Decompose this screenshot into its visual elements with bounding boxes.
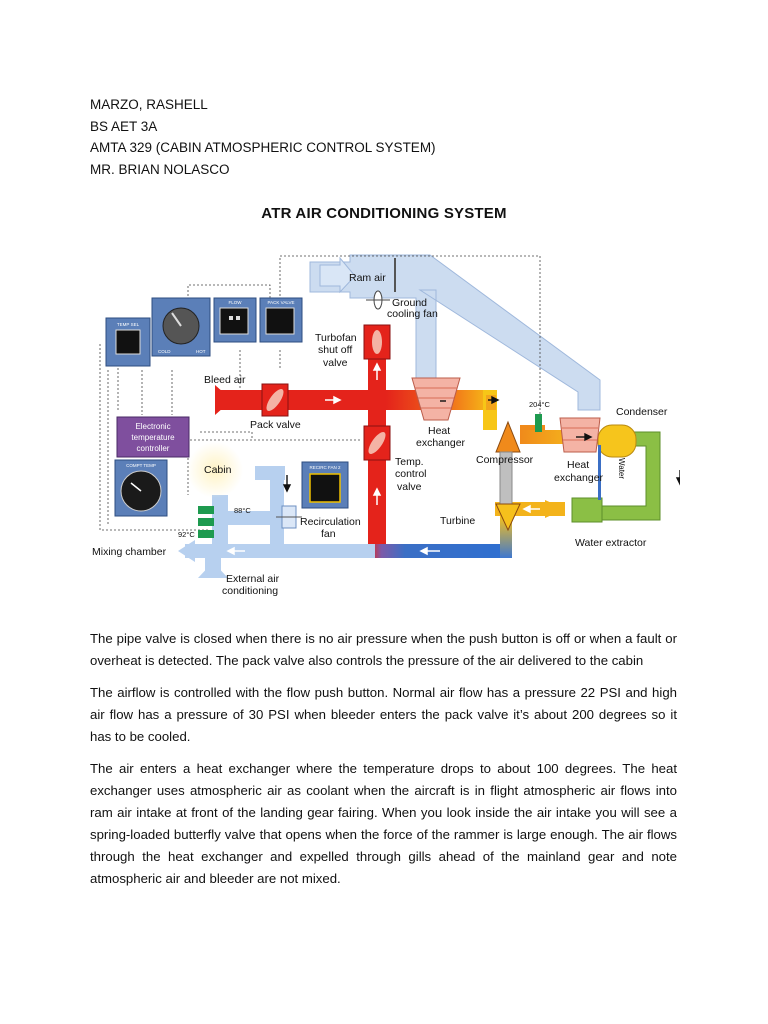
svg-text:Turbine: Turbine	[440, 515, 475, 527]
flow-panel: FLOW	[213, 297, 257, 343]
black-arrows	[282, 395, 680, 493]
svg-text:Ram air: Ram air	[349, 272, 386, 284]
svg-text:controller: controller	[137, 444, 170, 453]
svg-text:Recirculation: Recirculation	[300, 516, 361, 528]
diagram-labels: Ram air Ground cooling fan Turbofan shut…	[92, 272, 668, 597]
svg-text:valve: valve	[323, 357, 348, 369]
svg-text:PACK VALVE: PACK VALVE	[267, 300, 294, 305]
svg-text:Heat: Heat	[428, 425, 450, 437]
svg-text:88°C: 88°C	[234, 506, 251, 515]
body-text: The pipe valve is closed when there is n…	[90, 628, 677, 900]
temp-knob-panel: COLD HOT	[151, 297, 211, 357]
svg-text:Water extractor: Water extractor	[575, 537, 647, 549]
student-name: MARZO, RASHELL	[90, 97, 208, 112]
svg-text:92°C: 92°C	[178, 530, 195, 539]
svg-text:External air: External air	[226, 573, 280, 585]
paragraph-3: The air enters a heat exchanger where th…	[90, 761, 677, 886]
svg-text:shut off: shut off	[318, 344, 352, 356]
svg-text:Compressor: Compressor	[476, 454, 534, 466]
svg-text:Ground: Ground	[392, 297, 427, 309]
svg-text:RECIRC FAN 2: RECIRC FAN 2	[309, 465, 341, 470]
svg-text:Cabin: Cabin	[204, 464, 232, 476]
heat-exchangers	[411, 377, 601, 500]
svg-text:fan: fan	[321, 528, 336, 540]
svg-text:Bleed air: Bleed air	[204, 374, 246, 386]
svg-text:TEMP SEL: TEMP SEL	[117, 322, 140, 327]
document-header: MARZO, RASHELL BS AET 3A AMTA 329 (CABIN…	[90, 94, 436, 180]
svg-text:cooling fan: cooling fan	[387, 308, 438, 320]
instructor-name: MR. BRIAN NOLASCO	[90, 161, 230, 177]
svg-text:Condenser: Condenser	[616, 406, 668, 418]
valves	[261, 290, 391, 529]
temp-sel-panel: TEMP SEL	[105, 317, 151, 367]
flow-arrows	[226, 362, 540, 556]
condenser-loop	[571, 424, 661, 523]
svg-text:COMPT TEMP: COMPT TEMP	[126, 463, 156, 468]
cold-air-pipe	[178, 466, 512, 578]
svg-text:Mixing chamber: Mixing chamber	[92, 546, 167, 558]
svg-text:COLD: COLD	[158, 349, 171, 354]
compressor-turbine	[495, 414, 542, 532]
electronic-temperature-controller: Electronic temperature controller	[116, 416, 190, 458]
svg-text:temperature: temperature	[131, 433, 175, 442]
student-program: BS AET 3A	[90, 118, 158, 134]
pack-valve-panel: PACK VALVE	[259, 297, 303, 343]
svg-text:Heat: Heat	[567, 459, 589, 471]
svg-text:exchanger: exchanger	[416, 437, 466, 449]
recirc-fan-panel: RECIRC FAN 2	[301, 461, 349, 509]
svg-text:conditioning: conditioning	[222, 585, 278, 597]
svg-text:Water: Water	[617, 458, 626, 479]
paragraph-2: The airflow is controlled with the flow …	[90, 685, 677, 744]
svg-text:204°C: 204°C	[529, 400, 551, 409]
svg-text:Pack valve: Pack valve	[250, 419, 301, 431]
svg-text:control: control	[395, 468, 427, 480]
paragraph-1: The pipe valve is closed when there is n…	[90, 631, 677, 668]
svg-text:Turbofan: Turbofan	[315, 332, 357, 344]
svg-text:Electronic: Electronic	[135, 422, 170, 431]
course-title: AMTA 329 (CABIN ATMOSPHERIC CONTROL SYST…	[90, 140, 436, 155]
cabin-area	[187, 442, 243, 538]
ram-air-duct	[309, 254, 601, 411]
svg-text:HOT: HOT	[196, 349, 206, 354]
compt-temp-gauge: COMPT TEMP	[114, 459, 168, 517]
svg-text:valve: valve	[397, 481, 422, 493]
svg-text:exchanger: exchanger	[554, 472, 604, 484]
air-conditioning-diagram: TEMP SEL COLD HOT FLOW PACK VALVE Electr…	[92, 254, 680, 597]
svg-text:FLOW: FLOW	[229, 300, 243, 305]
page-title: ATR AIR CONDITIONING SYSTEM	[261, 205, 507, 222]
svg-text:Temp.: Temp.	[395, 456, 424, 468]
